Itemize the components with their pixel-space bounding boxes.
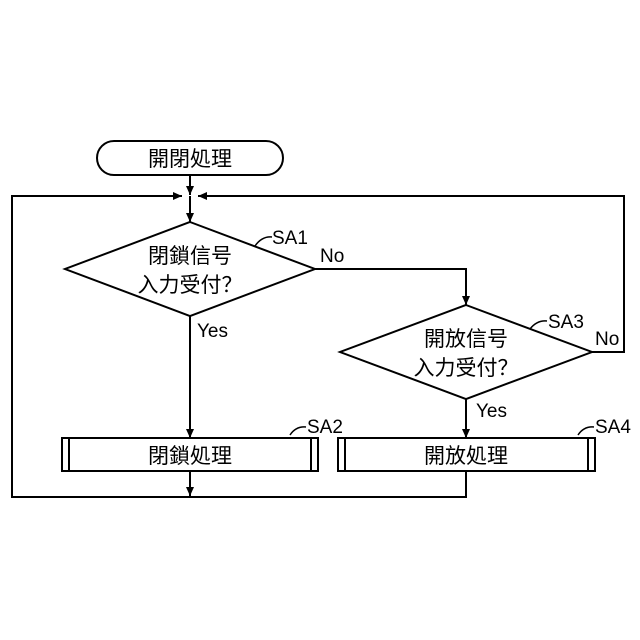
ref-sa2: SA2: [307, 417, 343, 438]
process-close-label: 閉鎖処理: [148, 444, 232, 468]
decision-close-line1: 閉鎖信号: [148, 244, 232, 268]
ref-sa1: SA1: [272, 228, 308, 249]
ref-sa4-leader: [578, 427, 594, 435]
decision1-no-arrow: [315, 269, 466, 305]
decision-open-line1: 開放信号: [424, 327, 508, 351]
decision-close-line2: 入力受付？: [138, 273, 243, 297]
decision1-yes-label: Yes: [197, 321, 228, 342]
ref-sa3-leader: [530, 321, 547, 329]
ref-sa2-leader: [290, 427, 306, 435]
decision1-no-label: No: [320, 246, 344, 267]
decision2-yes-label: Yes: [476, 401, 507, 422]
decision-open-line2: 入力受付？: [414, 356, 519, 380]
ref-sa3: SA3: [548, 312, 584, 333]
ref-sa1-leader: [255, 237, 272, 246]
process-open-label: 開放処理: [424, 444, 508, 468]
start-label: 開閉処理: [148, 147, 232, 171]
decision2-no-label: No: [595, 329, 619, 350]
ref-sa4: SA4: [595, 417, 631, 438]
